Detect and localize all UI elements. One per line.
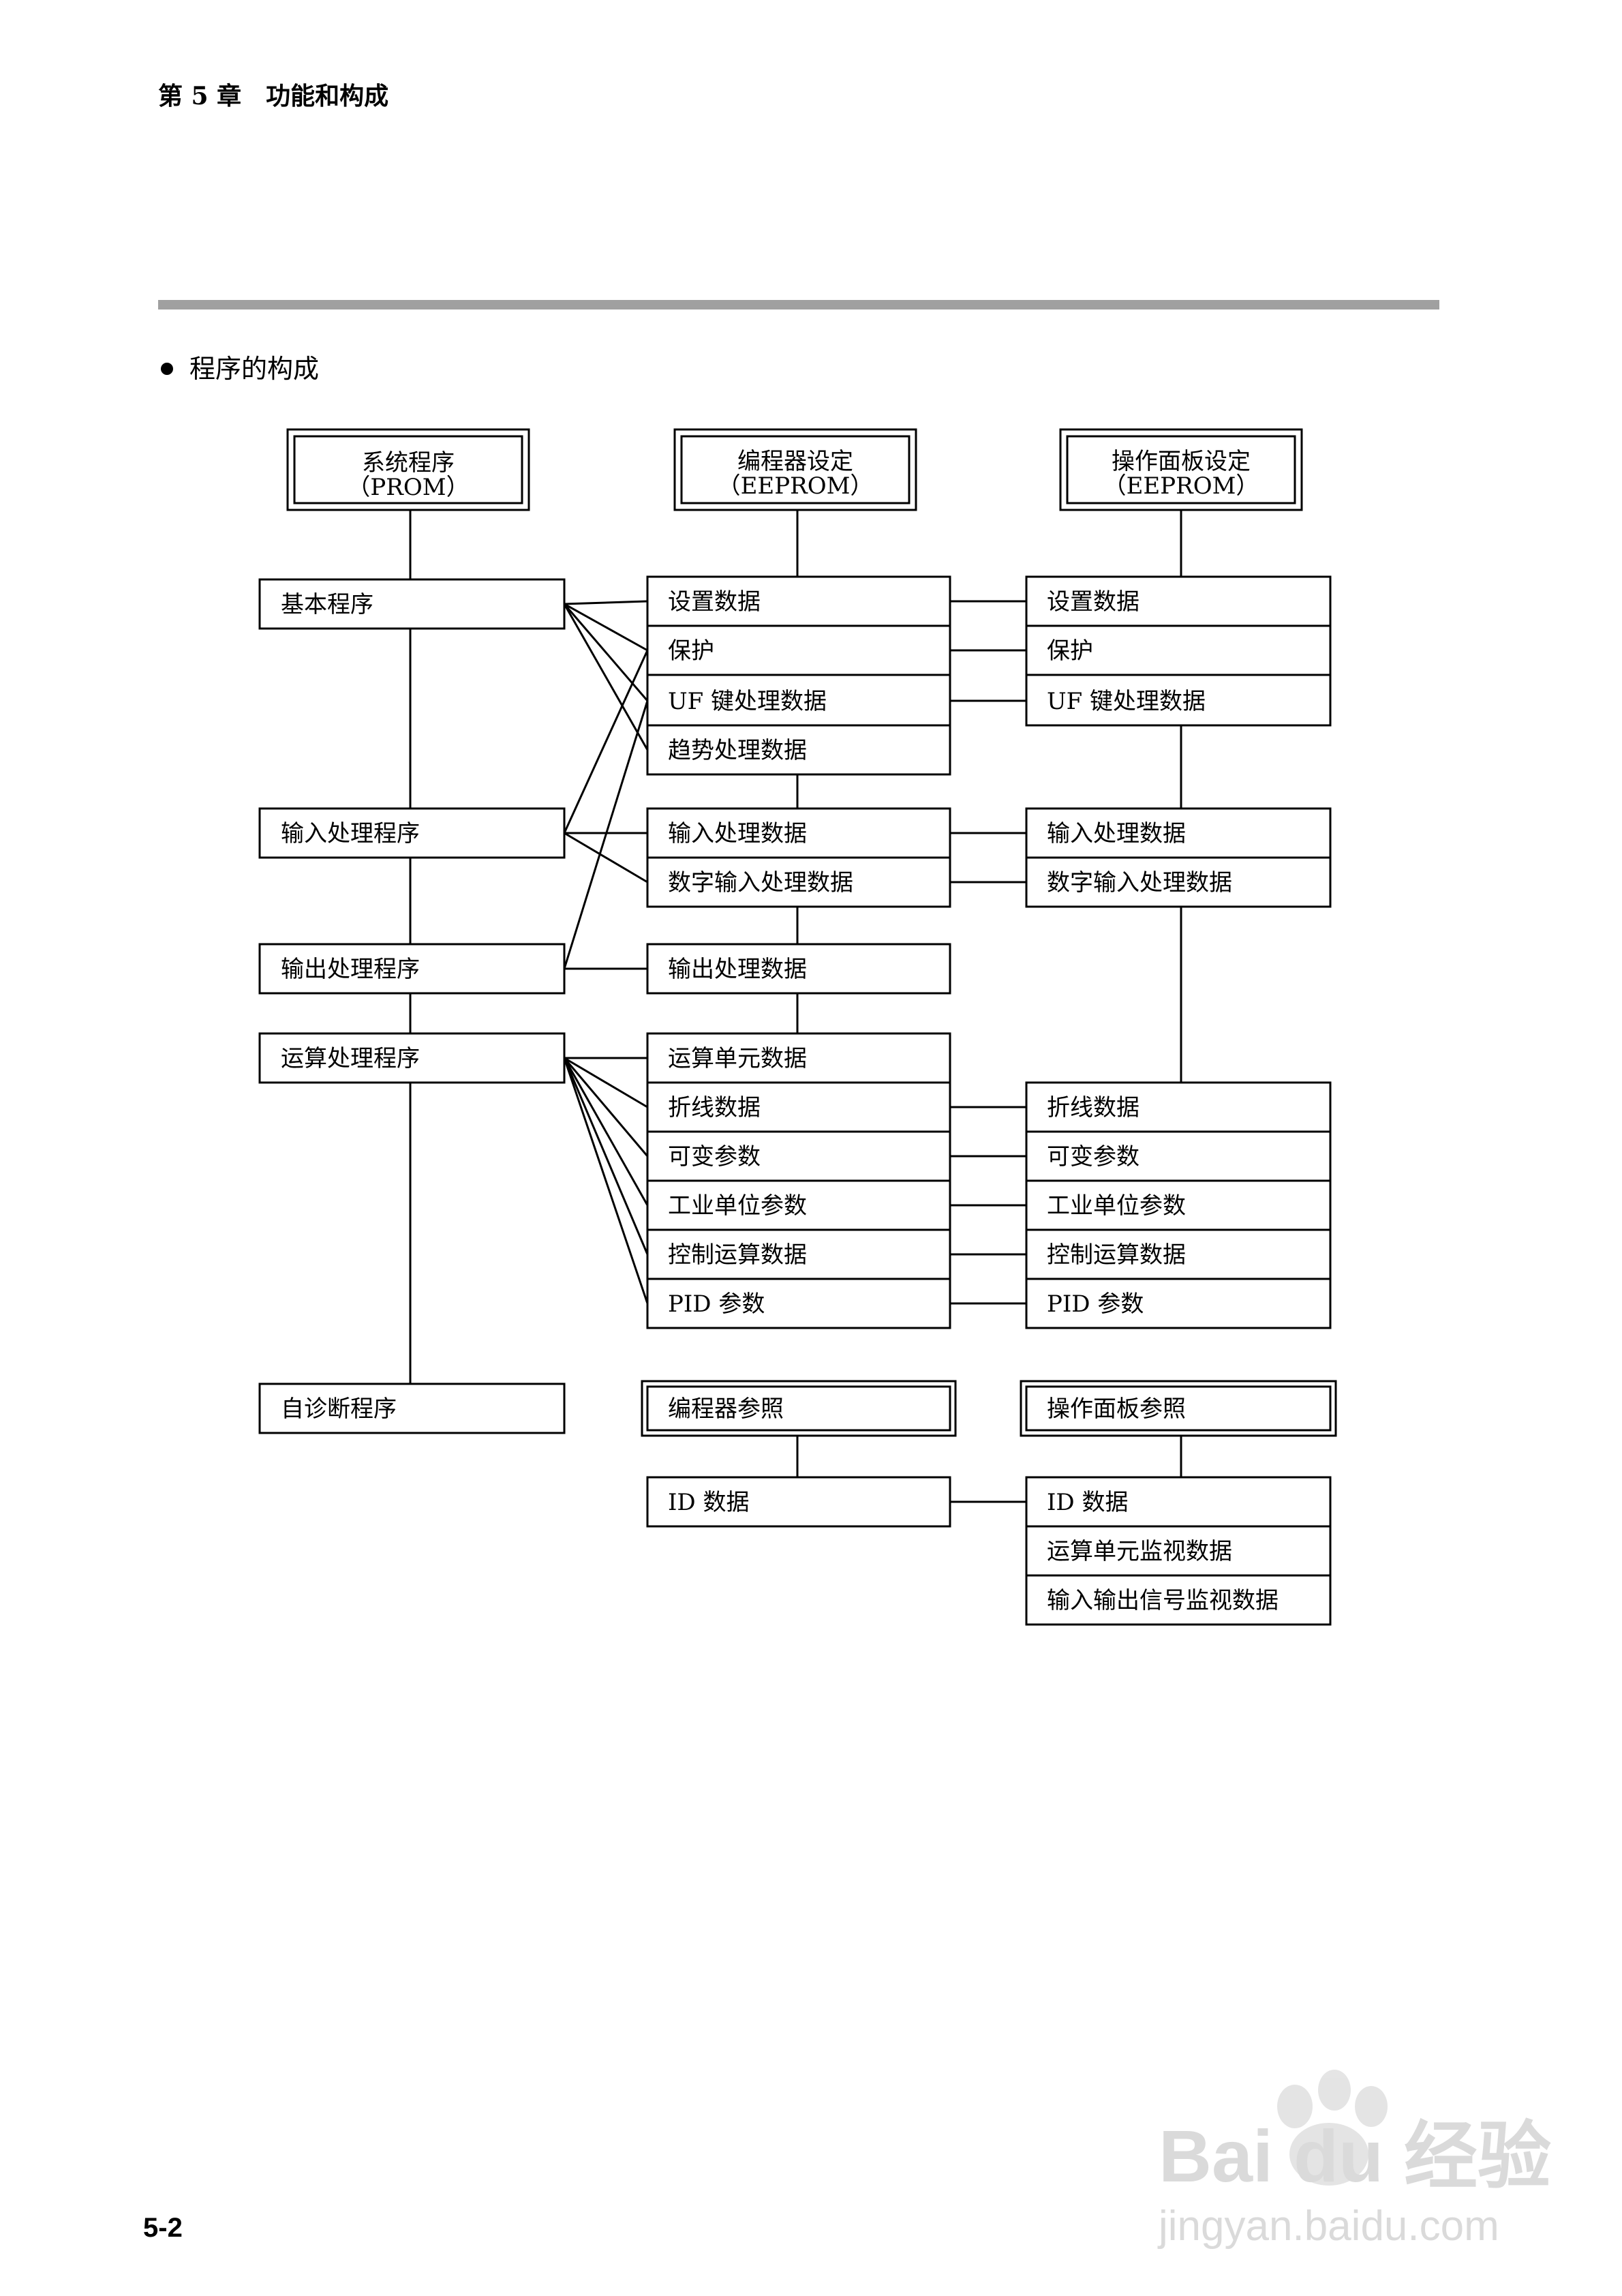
header-rule [158, 300, 1439, 309]
program-compute: 运算处理程序 [281, 1045, 420, 1072]
head-system-box: 系统程序 （PROM） [286, 428, 530, 511]
programmer-item: 数字输入处理数据 [668, 869, 853, 896]
chapter-header: 第 5 章 功能和构成 [158, 82, 389, 110]
programmer-item: 保护 [668, 637, 714, 665]
head-panel-box: 操作面板设定 （EEPROM） [1059, 428, 1303, 511]
panel-item: UF 键处理数据 [1047, 688, 1206, 715]
head-programmer-sub: （EEPROM） [718, 472, 874, 500]
program-diag: 自诊断程序 [281, 1395, 397, 1423]
programmer-item: UF 键处理数据 [668, 688, 827, 715]
baidu-watermark: Bai du 经验 jingyan.baidu.com [1157, 2070, 1551, 2250]
programmer-item: 控制运算数据 [668, 1241, 807, 1269]
section-title: 程序的构成 [189, 354, 320, 384]
panel-item: 输入处理数据 [1047, 820, 1186, 847]
head-system-title: 系统程序 [362, 449, 455, 477]
connector-lines [409, 510, 1182, 1503]
watermark-brand: Bai du 经验 [1159, 2115, 1551, 2197]
programmer-item: 工业单位参数 [668, 1192, 807, 1220]
programmer-item: 运算单元数据 [668, 1045, 807, 1072]
head-system-sub: （PROM） [347, 474, 469, 501]
programmer-item: 折线数据 [668, 1094, 761, 1121]
panel-item: 数字输入处理数据 [1047, 869, 1232, 896]
ref-panel-box: 操作面板参照 [1020, 1380, 1337, 1437]
panel-ref-item: ID 数据 [1047, 1489, 1129, 1516]
panel-item: 可变参数 [1047, 1143, 1139, 1170]
panel-item: 设置数据 [1047, 588, 1139, 616]
ref-panel-title: 操作面板参照 [1047, 1395, 1186, 1423]
panel-item: PID 参数 [1047, 1290, 1144, 1318]
programmer-item: PID 参数 [668, 1290, 765, 1318]
panel-item: 控制运算数据 [1047, 1241, 1186, 1269]
head-panel-title: 操作面板设定 [1112, 448, 1251, 475]
program-basic: 基本程序 [281, 591, 373, 618]
panel-item: 折线数据 [1047, 1094, 1139, 1121]
programmer-item: 输入处理数据 [668, 820, 807, 847]
programmer-ref-item: ID 数据 [668, 1489, 750, 1516]
panel-item: 保护 [1047, 637, 1093, 665]
panel-item: 工业单位参数 [1047, 1192, 1186, 1220]
programmer-item: 设置数据 [668, 588, 761, 616]
head-programmer-box: 编程器设定 （EEPROM） [673, 428, 917, 511]
page-number: 5-2 [143, 2213, 183, 2243]
watermark-url: jingyan.baidu.com [1157, 2203, 1499, 2250]
programmer-item: 可变参数 [668, 1143, 761, 1170]
head-programmer-title: 编程器设定 [737, 448, 853, 475]
programmer-item: 输出处理数据 [668, 956, 807, 983]
ref-programmer-title: 编程器参照 [668, 1395, 784, 1423]
section-heading: 程序的构成 [161, 348, 319, 385]
panel-ref-item: 输入输出信号监视数据 [1047, 1587, 1279, 1614]
program-input: 输入处理程序 [281, 820, 420, 847]
programmer-item: 趋势处理数据 [668, 737, 807, 764]
head-panel-sub: （EEPROM） [1103, 472, 1259, 500]
ref-programmer-box: 编程器参照 [641, 1380, 957, 1437]
panel-ref-item: 运算单元监视数据 [1047, 1538, 1232, 1565]
paw-icon [1277, 2070, 1388, 2186]
bullet-icon [161, 362, 173, 375]
program-output: 输出处理程序 [281, 956, 420, 983]
